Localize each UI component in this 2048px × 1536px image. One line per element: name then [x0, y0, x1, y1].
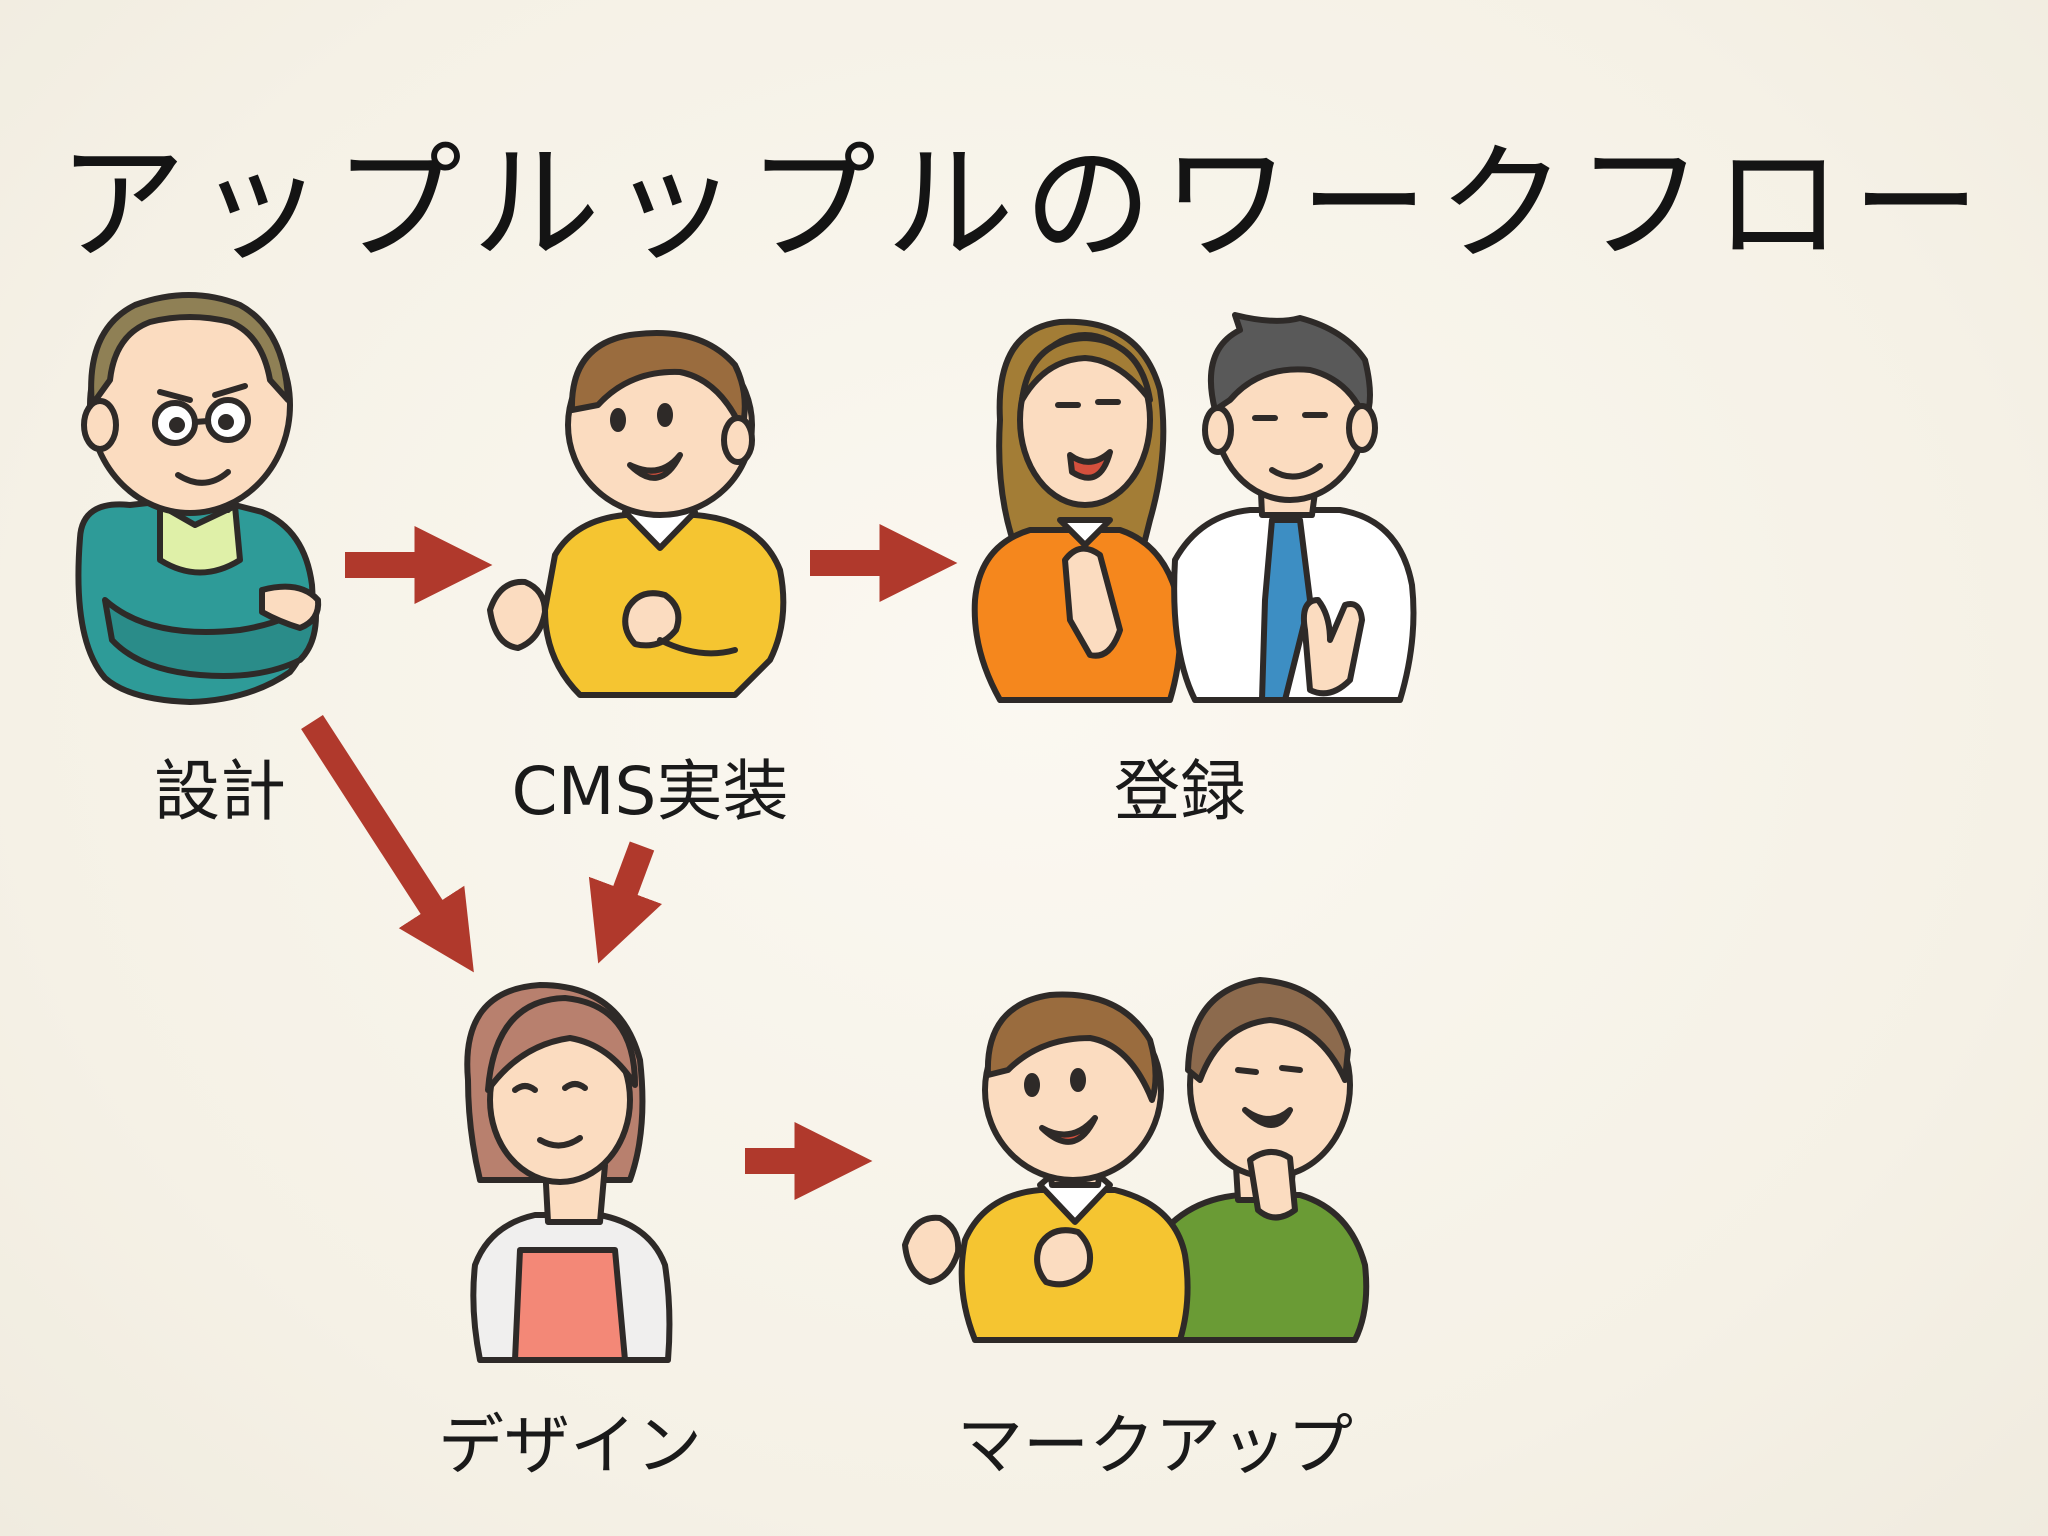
person-markup-man-green [1143, 977, 1370, 1343]
person-registrar-woman [971, 318, 1184, 703]
arrow-cms-to-design [588, 841, 662, 964]
arrow-spec-to-design [301, 714, 474, 973]
label-registration: 登録 [1114, 753, 1246, 830]
label-design: デザイン [438, 1407, 702, 1484]
label-markup: マークアップ [957, 1407, 1353, 1484]
label-design-spec: 設計 [154, 753, 286, 830]
person-registrar-man [1171, 312, 1417, 703]
label-cms-implementation: CMS実装 [511, 753, 789, 830]
person-designer [464, 982, 673, 1363]
person-markup-man-yellow [902, 991, 1191, 1343]
person-designer-spec [75, 292, 322, 705]
person-cms-developer [487, 330, 787, 698]
slide-title: アップルップルのワークフロー [57, 130, 1990, 279]
